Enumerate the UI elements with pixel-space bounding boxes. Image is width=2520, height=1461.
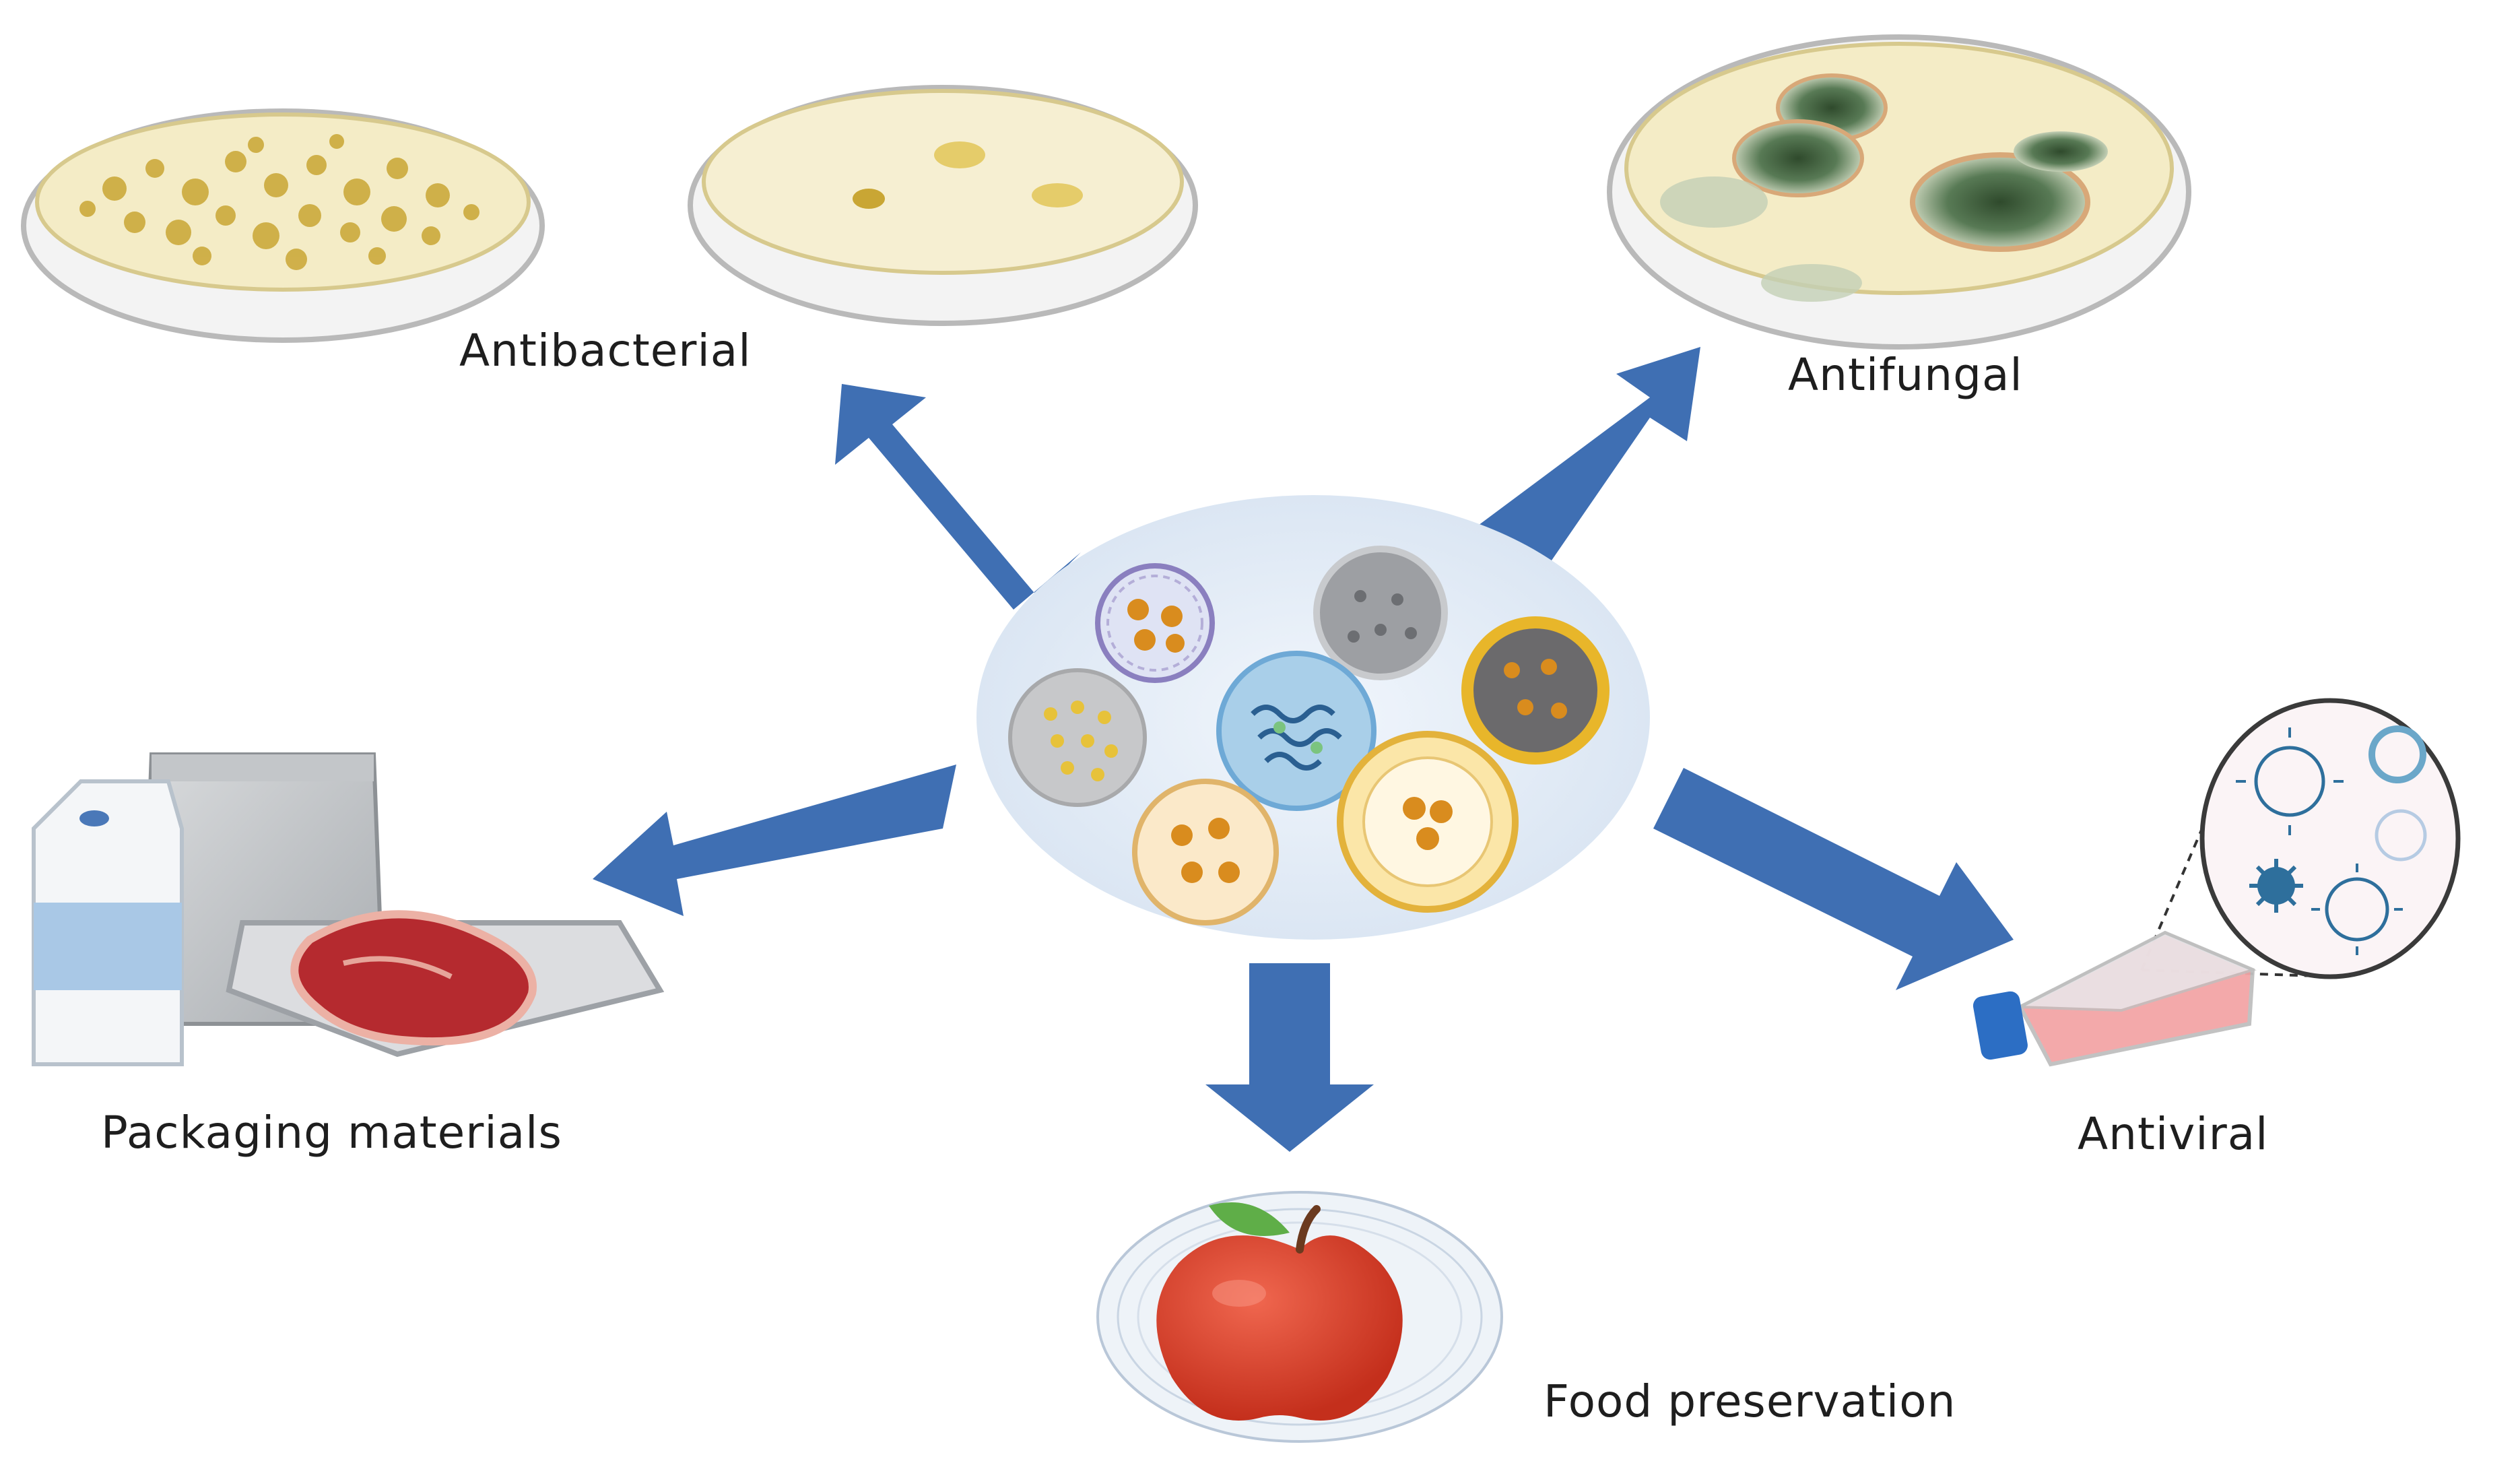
food-package-icon (32, 752, 665, 1066)
label-antifungal: Antifungal (1788, 349, 2023, 401)
liposome-icon (1095, 563, 1215, 683)
petri-dish-bacteria-icon (21, 85, 1198, 343)
vesicle-icon (1132, 779, 1279, 926)
arrow-to-packaging (593, 765, 956, 916)
label-antiviral: Antiviral (2078, 1108, 2269, 1160)
arrows (593, 347, 2014, 1152)
silica-nanoparticle-icon (1313, 546, 1448, 680)
label-packaging-materials: Packaging materials (101, 1107, 562, 1159)
lipid-nanoparticle-icon (1461, 616, 1610, 765)
arrow-to-antiviral (1653, 768, 2014, 990)
label-food-preservation: Food preservation (1544, 1375, 1956, 1427)
nanocapsule-icon (1337, 731, 1519, 913)
arrow-to-food-preservation (1205, 963, 1374, 1152)
cell-flask-virus-icon (1972, 698, 2461, 1067)
nanocarrier-cluster-icon (976, 495, 1650, 940)
coated-apple-icon (1096, 1191, 1503, 1443)
arrow-to-antifungal (1478, 347, 1700, 569)
arrow-to-antibacterial (835, 384, 1081, 610)
label-antibacterial: Antibacterial (459, 325, 752, 377)
petri-dish-fungi-icon (1607, 34, 2191, 350)
dendrimer-icon (1008, 668, 1147, 807)
micelle-icon (1216, 651, 1377, 811)
